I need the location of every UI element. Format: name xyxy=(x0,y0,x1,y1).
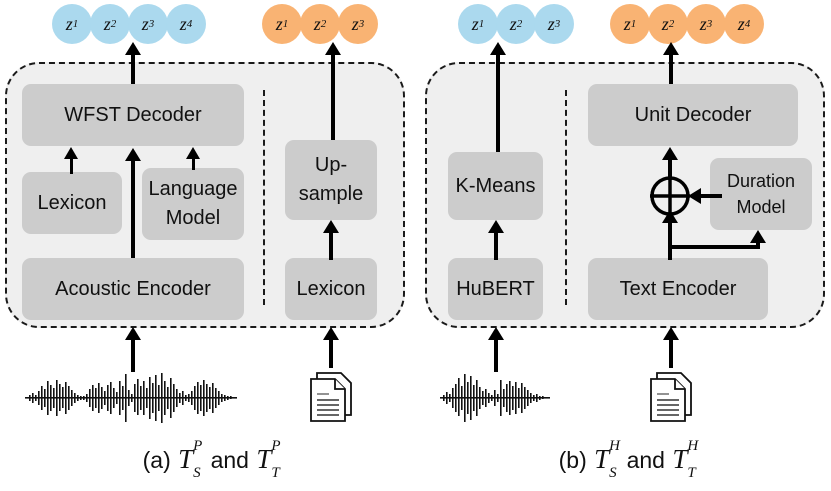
panel-b-decoder-output-line xyxy=(669,52,673,84)
panel-a-encoder-to-decoder-arrowhead xyxy=(125,148,141,161)
module-acoustic-encoder: Acoustic Encoder xyxy=(22,258,244,320)
module-upsample: Up- sample xyxy=(285,140,377,220)
panel-a-decoder-output-arrowhead xyxy=(125,42,141,55)
waveform-icon xyxy=(440,374,550,422)
panel-b-kmeans-output-line xyxy=(496,52,500,172)
panel-a-upsample-output-arrowhead xyxy=(325,42,341,55)
panel-a-lexicon-to-upsample-line xyxy=(329,232,333,260)
panel-b-duration-to-sum-line xyxy=(700,194,722,198)
duration-model-line-2: Model xyxy=(736,197,786,217)
panel-a-lexicon-to-upsample-arrowhead xyxy=(323,220,339,233)
panel-b-kmeans-output-arrowhead xyxy=(490,42,506,55)
panel-b-encoder-branch-vertical xyxy=(756,242,760,248)
panel-a-upsample-output-line xyxy=(331,52,335,140)
panel-a-lexicon-to-decoder-arrowhead xyxy=(64,147,78,159)
duration-model-line-1: Duration xyxy=(726,170,796,191)
panel-b-sum-to-decoder-arrowhead xyxy=(662,147,678,160)
module-lexicon-text: Lexicon xyxy=(285,258,377,320)
panel-a-lm-to-decoder-arrowhead xyxy=(186,147,200,159)
module-lexicon-speech: Lexicon xyxy=(22,172,122,234)
panel-a-text-input-line xyxy=(329,338,333,368)
panel-a-encoder-to-decoder-line xyxy=(131,160,135,258)
panel-b-encoder-to-sum-arrowhead xyxy=(662,210,678,223)
panel-b-hubert-to-kmeans-arrowhead xyxy=(488,220,504,233)
panel-b-encoder-branch-arrowhead xyxy=(750,230,766,243)
panel-a-caption-prefix: (a) xyxy=(142,447,171,473)
panel-a-audio-input-line xyxy=(131,338,135,372)
panel-b-decoder-output-arrowhead xyxy=(663,42,679,55)
module-text-encoder: Text Encoder xyxy=(588,258,768,320)
panel-b-encoder-to-sum-line xyxy=(668,222,672,260)
panel-a-decoder-output-line xyxy=(131,52,135,84)
module-kmeans: K-Means xyxy=(448,152,543,220)
panel-b-duration-to-sum-arrowhead xyxy=(688,188,701,204)
panel-b-caption-conjunction: and xyxy=(626,447,665,473)
panel-a-lm-to-decoder-line xyxy=(192,158,195,170)
panel-a-audio-input-arrowhead xyxy=(125,327,141,340)
module-hubert: HuBERT xyxy=(448,258,543,320)
upsample-line-2: sample xyxy=(298,183,364,205)
panel-b-caption-prefix: (b) xyxy=(558,447,587,473)
waveform-icon xyxy=(25,373,237,423)
module-unit-decoder: Unit Decoder xyxy=(588,84,798,146)
panel-a-text-input-arrowhead xyxy=(323,327,339,340)
module-duration-model: Duration Model xyxy=(710,158,812,230)
panel-b-text-input-line xyxy=(669,338,673,368)
module-language-model: Language Model xyxy=(142,168,244,240)
panel-b-branch-divider xyxy=(565,90,567,305)
panel-b-sum-to-decoder-line xyxy=(668,158,672,180)
upsample-line-1: Up- xyxy=(314,154,348,176)
language-model-line-2: Model xyxy=(165,207,221,229)
panel-a-caption-conjunction: and xyxy=(210,447,249,473)
panel-a-lexicon-to-decoder-line xyxy=(70,158,73,174)
panel-b-text-input-arrowhead xyxy=(663,327,679,340)
panel-b-audio-input-line xyxy=(494,338,498,372)
panel-a-branch-divider xyxy=(263,90,265,305)
document-icon xyxy=(310,372,352,422)
language-model-line-1: Language xyxy=(148,178,238,200)
panel-b-audio-input-arrowhead xyxy=(488,327,504,340)
panel-b-encoder-branch-horizontal xyxy=(668,245,760,249)
document-icon xyxy=(650,372,692,422)
module-wfst-decoder: WFST Decoder xyxy=(22,84,244,146)
panel-b-hubert-to-kmeans-line xyxy=(494,232,498,260)
